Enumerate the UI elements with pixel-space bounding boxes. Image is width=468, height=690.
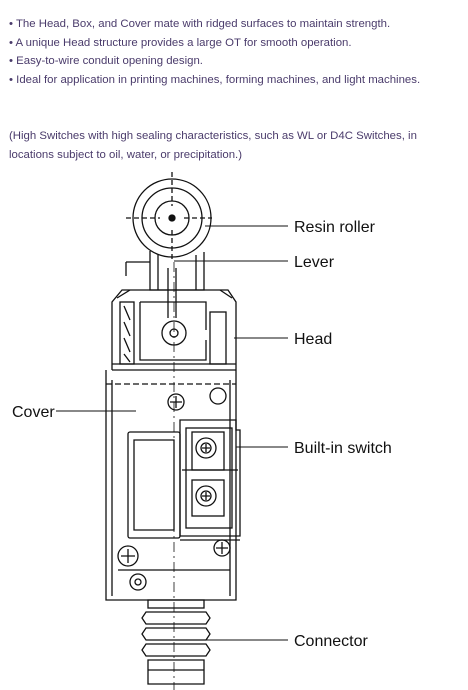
label-built-in-switch: Built-in switch: [294, 440, 392, 457]
cover-drawing: [105, 370, 237, 601]
feature-item: • Ideal for application in printing mach…: [9, 73, 421, 86]
feature-item: • A unique Head structure provides a lar…: [9, 36, 352, 49]
connector-drawing: [141, 599, 211, 685]
feature-list: • The Head, Box, and Cover mate with rid…: [9, 15, 461, 89]
label-lever: Lever: [294, 254, 335, 271]
built-in-switch-drawing: [179, 419, 241, 541]
feature-item: • Easy-to-wire conduit opening design.: [9, 55, 203, 68]
sealing-note: (High Switches with high sealing charact…: [9, 130, 417, 161]
leader-lines: [56, 225, 288, 641]
lever-drawing: [125, 251, 205, 318]
limit-switch-diagram: Resin roller Lever Head Cover Built-in s…: [12, 172, 392, 690]
label-cover: Cover: [12, 404, 55, 421]
head-drawing: [111, 289, 237, 371]
label-resin-roller: Resin roller: [294, 219, 376, 236]
label-connector: Connector: [294, 633, 368, 650]
feature-item: • The Head, Box, and Cover mate with rid…: [9, 18, 391, 30]
label-head: Head: [294, 331, 332, 348]
resin-roller-drawing: [126, 172, 212, 262]
